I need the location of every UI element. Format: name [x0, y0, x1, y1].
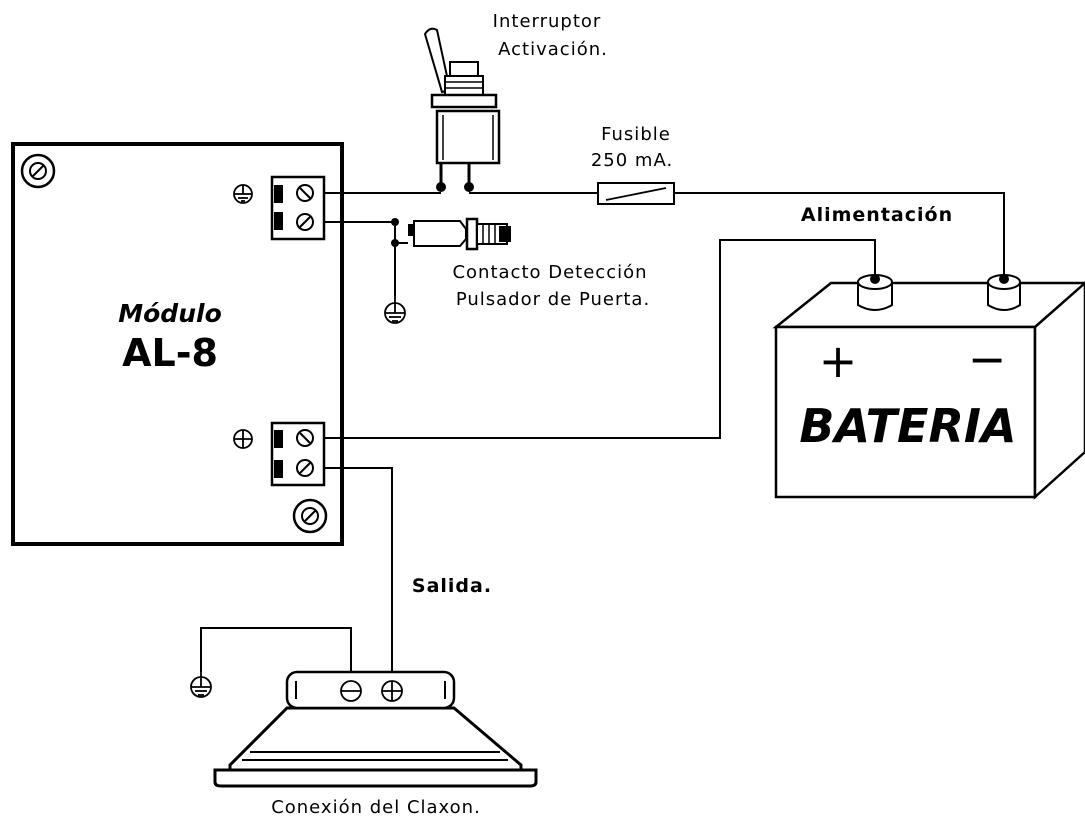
battery-terminal-positive [857, 274, 893, 311]
wire-fuse-to-battery-minus [674, 192, 1005, 276]
switch-label-line1: Interruptor [493, 11, 602, 32]
earth-ground-icon [233, 184, 253, 204]
plus-circle-icon [233, 429, 253, 449]
screw-terminal-icon [296, 429, 314, 447]
wires [200, 192, 1005, 672]
battery-minus-sign: − [968, 332, 1007, 386]
minus-circle-icon [340, 680, 362, 702]
plus-circle-icon [381, 680, 403, 702]
battery-terminal-negative [987, 274, 1021, 311]
wire-horn-ground [200, 627, 352, 672]
module-model: AL-8 [122, 331, 218, 375]
switch-label-line2: Activación. [498, 39, 608, 60]
fuse-label-line1: Fusible [601, 124, 671, 145]
door-contact-label-line1: Contacto Detección [452, 262, 647, 283]
battery-label: BATERIA [799, 399, 1016, 453]
fuse: Fusible 250 mA. [591, 124, 675, 205]
terminal-block-lower [270, 421, 326, 487]
door-contact-label-line2: Pulsador de Puerta. [456, 289, 650, 310]
battery-plus-sign: + [819, 334, 858, 388]
battery: + − BATERIA [772, 274, 1085, 500]
power-label: Alimentación [801, 204, 953, 226]
door-contact-switch: Contacto Detección Pulsador de Puerta. [391, 217, 650, 310]
fuse-label-line2: 250 mA. [591, 150, 673, 171]
earth-ground-icon [190, 672, 212, 698]
wire-module-to-battery-plus [324, 239, 876, 439]
horn-label: Conexión del Claxon. [271, 797, 481, 818]
wire-output-to-horn [324, 467, 393, 672]
screw-terminal-icon [296, 213, 314, 231]
output-label: Salida. [412, 575, 492, 597]
screw-terminal-icon [296, 184, 314, 202]
terminal-block-upper [270, 175, 326, 241]
toggle-switch: Interruptor Activación. [423, 11, 608, 192]
module-al8: Módulo AL-8 [11, 142, 344, 546]
screw-terminal-icon [296, 459, 314, 477]
module-title: Módulo [118, 299, 222, 328]
mounting-hole-icon [292, 498, 328, 534]
horn: Conexión del Claxon. [213, 670, 538, 818]
earth-ground-icon [384, 296, 406, 324]
mounting-hole-icon [20, 153, 56, 189]
